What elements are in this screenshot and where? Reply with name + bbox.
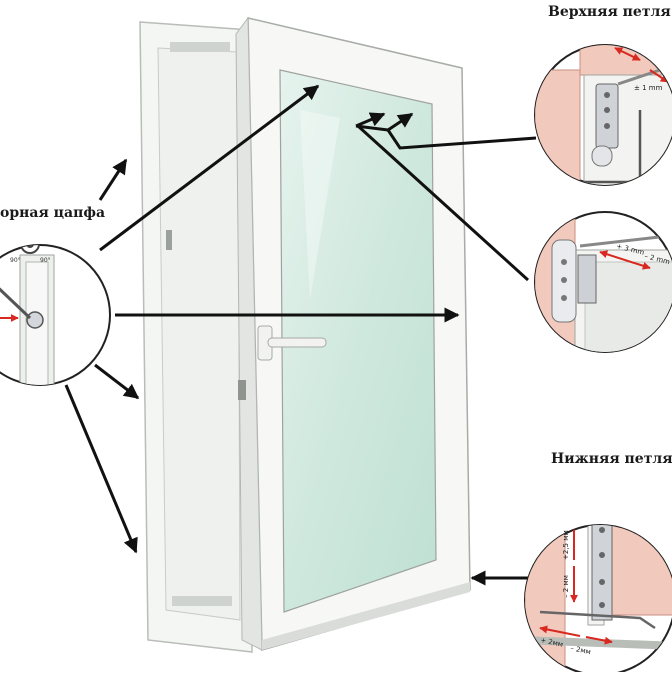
bottom-hinge-label: Нижняя петля xyxy=(551,451,672,467)
arrow-top-hinge-head-a xyxy=(387,112,414,132)
pivot-angle-left-label: 90° xyxy=(10,257,21,264)
bottom-vertical-minus-text: – 2 мм xyxy=(562,575,570,598)
frame-top-hardware xyxy=(170,42,230,52)
bottom-hinge-detail: +2,5 мм – 2 мм + 2мм – 2мм xyxy=(524,524,672,676)
top-hinge-adjust-text: ± 1 mm xyxy=(634,84,663,92)
frame-bottom-hardware xyxy=(172,596,232,606)
arrow-pivot-to-top-frame xyxy=(99,84,320,252)
arrow-top-hinge-tail xyxy=(355,124,389,132)
arrow-top-hinge-line xyxy=(386,129,537,150)
arrow-middle-to-top xyxy=(356,124,530,282)
top-hinge-label: Верхняя петля xyxy=(548,4,671,20)
sash-latch xyxy=(238,380,246,400)
pointer-arrows xyxy=(64,84,537,586)
frame-keeper xyxy=(166,230,172,250)
top-hinge-detail: ± 1 mm xyxy=(534,44,672,186)
pivot-label: орная цапфа xyxy=(0,205,106,221)
pivot-detail: 90° 90° xyxy=(0,244,111,386)
sash-bottom-edge xyxy=(262,582,470,650)
pivot-angle-right-label: 90° xyxy=(40,257,51,264)
arrow-pivot-to-frame-bottom xyxy=(64,384,138,554)
glass-pane xyxy=(279,69,437,613)
window-sash xyxy=(235,16,471,651)
arrow-pivot-to-frame-lower xyxy=(94,363,140,400)
bottom-vertical-plus-text: +2,5 мм xyxy=(562,530,570,560)
window-frame xyxy=(139,21,253,653)
window-handle xyxy=(257,325,327,361)
arrow-pivot-to-frame-upper xyxy=(98,158,128,201)
arrow-top-hinge-head-b xyxy=(355,112,386,128)
middle-hinge-detail: + 3 mm – 2 mm xyxy=(534,211,672,353)
